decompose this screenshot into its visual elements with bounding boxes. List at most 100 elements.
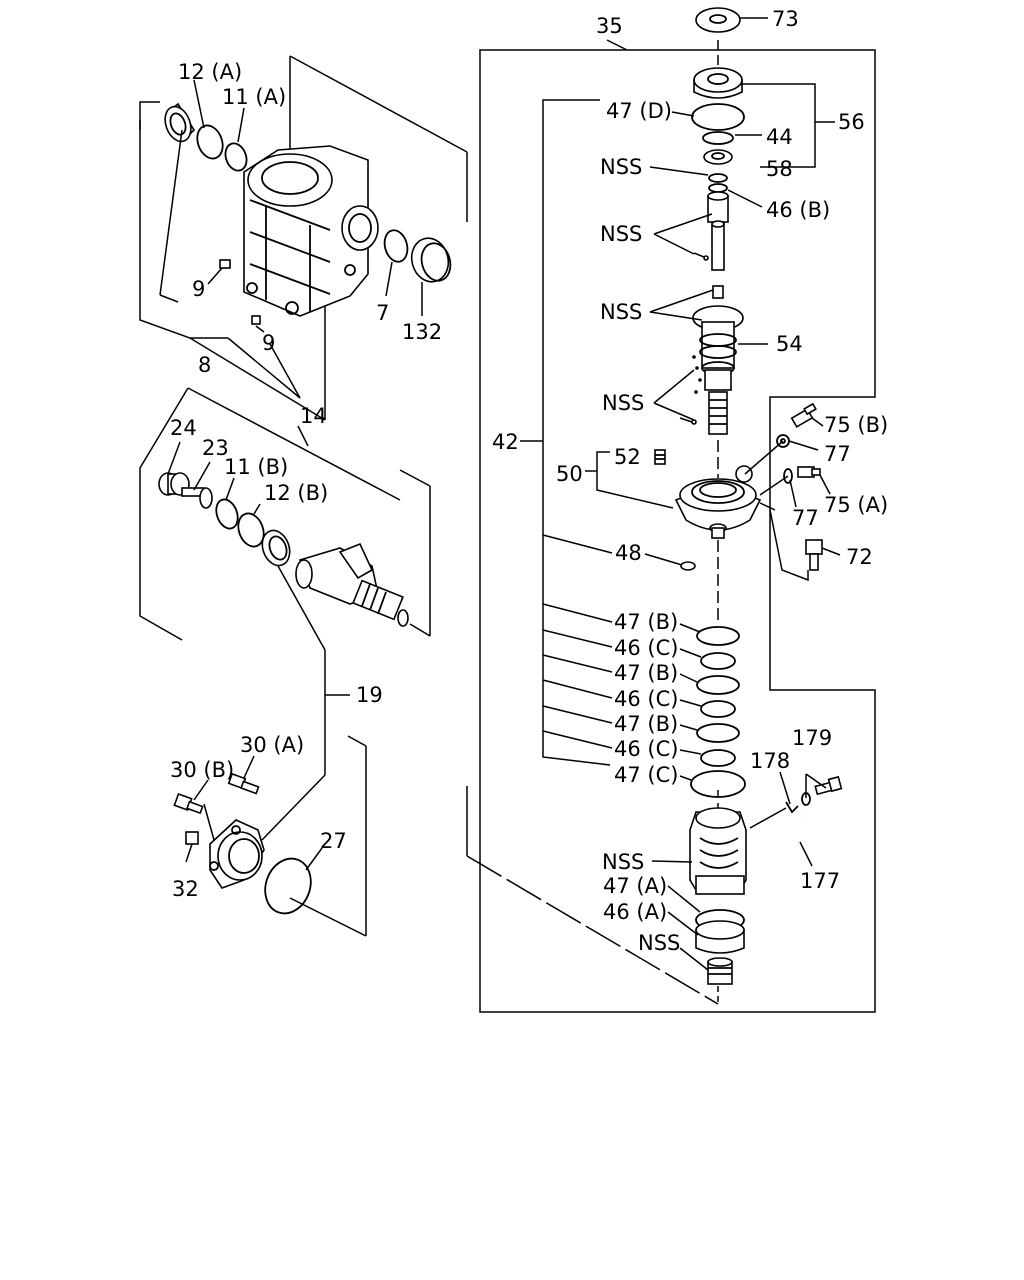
label-75b: 75 (B) (824, 413, 888, 437)
label-46b: 46 (B) (766, 198, 830, 222)
label-52: 52 (614, 445, 641, 469)
ring-11b (215, 498, 239, 530)
right-leaders (644, 17, 841, 1004)
shaft-group-bracket (139, 387, 431, 641)
label-23: 23 (202, 436, 229, 460)
seal-stack (690, 626, 746, 798)
label-47a: 47 (A) (603, 874, 667, 898)
part-labels: 73 35 56 47 (D) 44 58 NSS 46 (B) NSS NSS… (170, 7, 888, 955)
label-14: 14 (300, 404, 327, 428)
label-177: 177 (800, 869, 840, 893)
label-24: 24 (170, 416, 197, 440)
assembly-crossing-line (466, 786, 719, 1005)
bolt-179 (801, 775, 843, 806)
label-12a: 12 (A) (178, 60, 242, 84)
housing-50 (674, 465, 762, 539)
bolt-30a (227, 772, 260, 795)
bracket-50 (585, 451, 674, 509)
label-46c-1: 46 (C) (614, 636, 678, 660)
plug-9-upper (219, 259, 231, 269)
pipe-177 (796, 808, 818, 843)
label-19: 19 (356, 683, 383, 707)
housing-leaders (159, 79, 423, 399)
cap-24 (158, 472, 190, 496)
bolt-72 (805, 539, 823, 571)
bearing-housing-left (164, 102, 196, 143)
label-11a: 11 (A) (222, 85, 286, 109)
washer-77-lower (783, 468, 793, 484)
label-8: 8 (198, 353, 211, 377)
label-7: 7 (376, 301, 389, 325)
label-9-upper: 9 (192, 277, 205, 301)
ring-58 (703, 149, 733, 165)
bearing-19 (261, 529, 291, 567)
sector-shaft-14 (295, 542, 409, 627)
label-nss-4: NSS (602, 391, 644, 415)
label-nss-6: NSS (638, 931, 680, 955)
label-35: 35 (596, 14, 623, 38)
cap-56 (693, 67, 743, 99)
label-nss-3: NSS (600, 300, 642, 324)
label-72: 72 (846, 545, 873, 569)
label-nss-1: NSS (600, 155, 642, 179)
label-nss-2: NSS (600, 222, 642, 246)
label-77-upper: 77 (824, 442, 851, 466)
bracket-42 (520, 99, 613, 766)
bracket-56 (735, 83, 835, 168)
label-30b: 30 (B) (170, 758, 234, 782)
label-32: 32 (172, 877, 199, 901)
connector-75b (790, 402, 817, 428)
ring-44 (702, 131, 734, 145)
gear-housing (243, 145, 379, 317)
ring-11a (224, 142, 248, 172)
label-56: 56 (838, 110, 865, 134)
label-47b-3: 47 (B) (614, 712, 678, 736)
label-nss-5: NSS (602, 850, 644, 874)
label-12b: 12 (B) (264, 481, 328, 505)
ring-12a (196, 124, 224, 160)
plug-52 (654, 449, 666, 465)
label-132: 132 (402, 320, 442, 344)
label-77-lower: 77 (792, 506, 819, 530)
label-47d: 47 (D) (606, 99, 672, 123)
washer-48 (680, 561, 696, 571)
shaft-pin (693, 220, 725, 299)
label-44: 44 (766, 125, 793, 149)
label-48: 48 (615, 541, 642, 565)
connector-75a (797, 466, 821, 478)
spool-shaft (679, 391, 728, 435)
nut-nss (707, 957, 733, 985)
housing-group-bracket (139, 55, 468, 421)
label-47c: 47 (C) (614, 763, 678, 787)
label-42: 42 (492, 430, 519, 454)
label-47b-1: 47 (B) (614, 610, 678, 634)
label-47b-2: 47 (B) (614, 661, 678, 685)
piston-nss (689, 807, 747, 895)
bolt-23 (181, 487, 213, 509)
shaft-leaders (167, 441, 350, 841)
nut-32 (185, 831, 199, 845)
clip-178 (785, 801, 799, 814)
side-cover (209, 819, 265, 889)
label-178: 178 (750, 749, 790, 773)
seal-73 (695, 7, 741, 33)
label-58: 58 (766, 157, 793, 181)
label-9-lower: 9 (262, 331, 275, 355)
label-11b: 11 (B) (224, 455, 288, 479)
label-50: 50 (556, 462, 583, 486)
label-75a: 75 (A) (824, 493, 888, 517)
label-54: 54 (776, 332, 803, 356)
oring-27 (264, 857, 312, 915)
plug-9-lower (251, 315, 261, 325)
label-46c-2: 46 (C) (614, 687, 678, 711)
cover-leaders (185, 755, 323, 871)
label-30a: 30 (A) (240, 733, 304, 757)
seal-46a (695, 920, 745, 954)
oring-47d (691, 103, 745, 131)
label-73: 73 (772, 7, 799, 31)
cap-132 (410, 237, 452, 283)
ring-12b (237, 512, 265, 548)
label-46a: 46 (A) (603, 900, 667, 924)
label-27: 27 (320, 829, 347, 853)
